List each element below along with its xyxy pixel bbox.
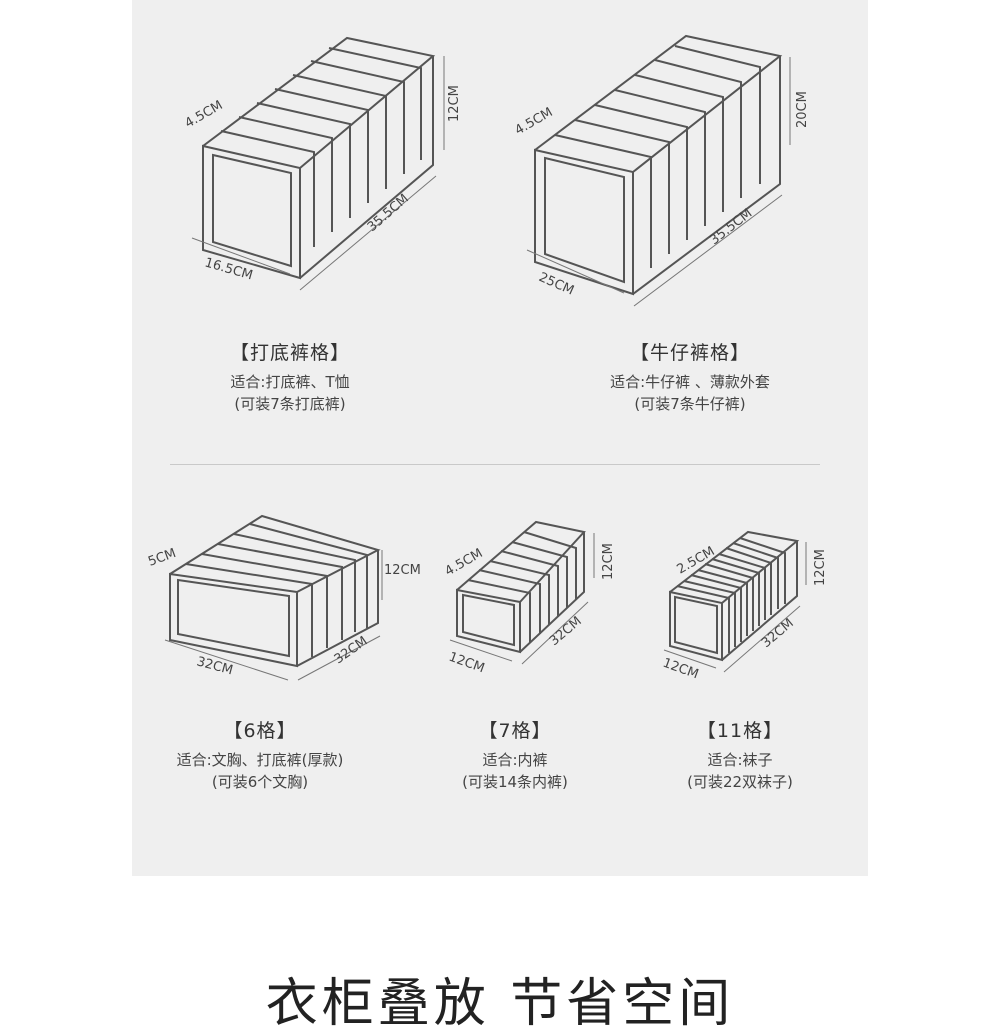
seven-title: 【7格】 <box>478 720 552 742</box>
eleven-suitable: 适合:袜子 <box>707 751 773 769</box>
six-suitable: 适合:文胸、打底裤(厚款) <box>176 751 344 769</box>
product-panel <box>132 0 868 876</box>
seven-caption: 【7格】 适合:内裤 (可装14条内裤) <box>420 716 610 793</box>
leggings-width-label: 16.5CM <box>203 255 254 283</box>
section-divider <box>170 464 820 465</box>
six-box-drawing <box>169 514 381 668</box>
jeans-length-label: 35.5CM <box>707 206 755 248</box>
seven-slot-label: 4.5CM <box>443 546 486 579</box>
eleven-box-drawing <box>669 530 800 662</box>
seven-suitable: 适合:内裤 <box>482 751 548 769</box>
leggings-capacity: (可装7条打底裤) <box>234 395 346 413</box>
jeans-slot-label: 4.5CM <box>513 105 556 138</box>
footer-heading: 衣柜叠放 节省空间 <box>265 974 735 1034</box>
seven-capacity: (可装14条内裤) <box>462 773 568 791</box>
six-width-label: 32CM <box>195 654 234 678</box>
seven-height-label: 12CM <box>601 543 616 580</box>
eleven-height-label: 12CM <box>813 549 828 586</box>
leggings-box-drawing <box>202 36 436 280</box>
eleven-length-label: 32CM <box>759 616 797 651</box>
seven-length-label: 32CM <box>547 614 585 649</box>
six-slot-label: 5CM <box>146 546 178 570</box>
six-capacity: (可装6个文胸) <box>211 773 309 791</box>
jeans-height-label: 20CM <box>795 91 810 128</box>
leggings-height-label: 12CM <box>447 85 462 122</box>
six-caption: 【6格】 适合:文胸、打底裤(厚款) (可装6个文胸) <box>140 716 380 793</box>
six-dimension-lines <box>164 550 383 681</box>
leggings-caption: 【打底裤格】 适合:打底裤、T恤 (可装7条打底裤) <box>160 338 420 415</box>
eleven-dimension-lines <box>663 542 807 673</box>
eleven-caption: 【11格】 适合:袜子 (可装22双袜子) <box>645 716 835 793</box>
leggings-title: 【打底裤格】 <box>229 342 350 364</box>
jeans-box-drawing <box>534 34 783 296</box>
leggings-dimension-lines <box>191 56 445 291</box>
jeans-dimension-lines <box>526 57 791 307</box>
eleven-width-label: 12CM <box>661 656 701 683</box>
leggings-length-label: 35.5CM <box>365 191 412 235</box>
seven-width-label: 12CM <box>447 650 487 677</box>
six-title: 【6格】 <box>223 720 297 742</box>
jeans-title: 【牛仔裤格】 <box>629 342 750 364</box>
leggings-organizer-illustration: 16.5CM 35.5CM 12CM 4.5CM 25CM 35.5CM 20C… <box>146 34 828 683</box>
jeans-suitable: 适合:牛仔裤 、薄款外套 <box>610 373 770 391</box>
six-length-label: 32CM <box>332 634 371 667</box>
six-height-label: 12CM <box>384 563 421 578</box>
jeans-capacity: (可装7条牛仔裤) <box>634 395 746 413</box>
eleven-title: 【11格】 <box>696 720 784 742</box>
leggings-slot-label: 4.5CM <box>183 98 226 131</box>
jeans-caption: 【牛仔裤格】 适合:牛仔裤 、薄款外套 (可装7条牛仔裤) <box>560 338 820 415</box>
leggings-suitable: 适合:打底裤、T恤 <box>230 373 350 391</box>
seven-dimension-lines <box>449 533 595 665</box>
eleven-capacity: (可装22双袜子) <box>687 773 793 791</box>
seven-box-drawing <box>456 520 586 654</box>
